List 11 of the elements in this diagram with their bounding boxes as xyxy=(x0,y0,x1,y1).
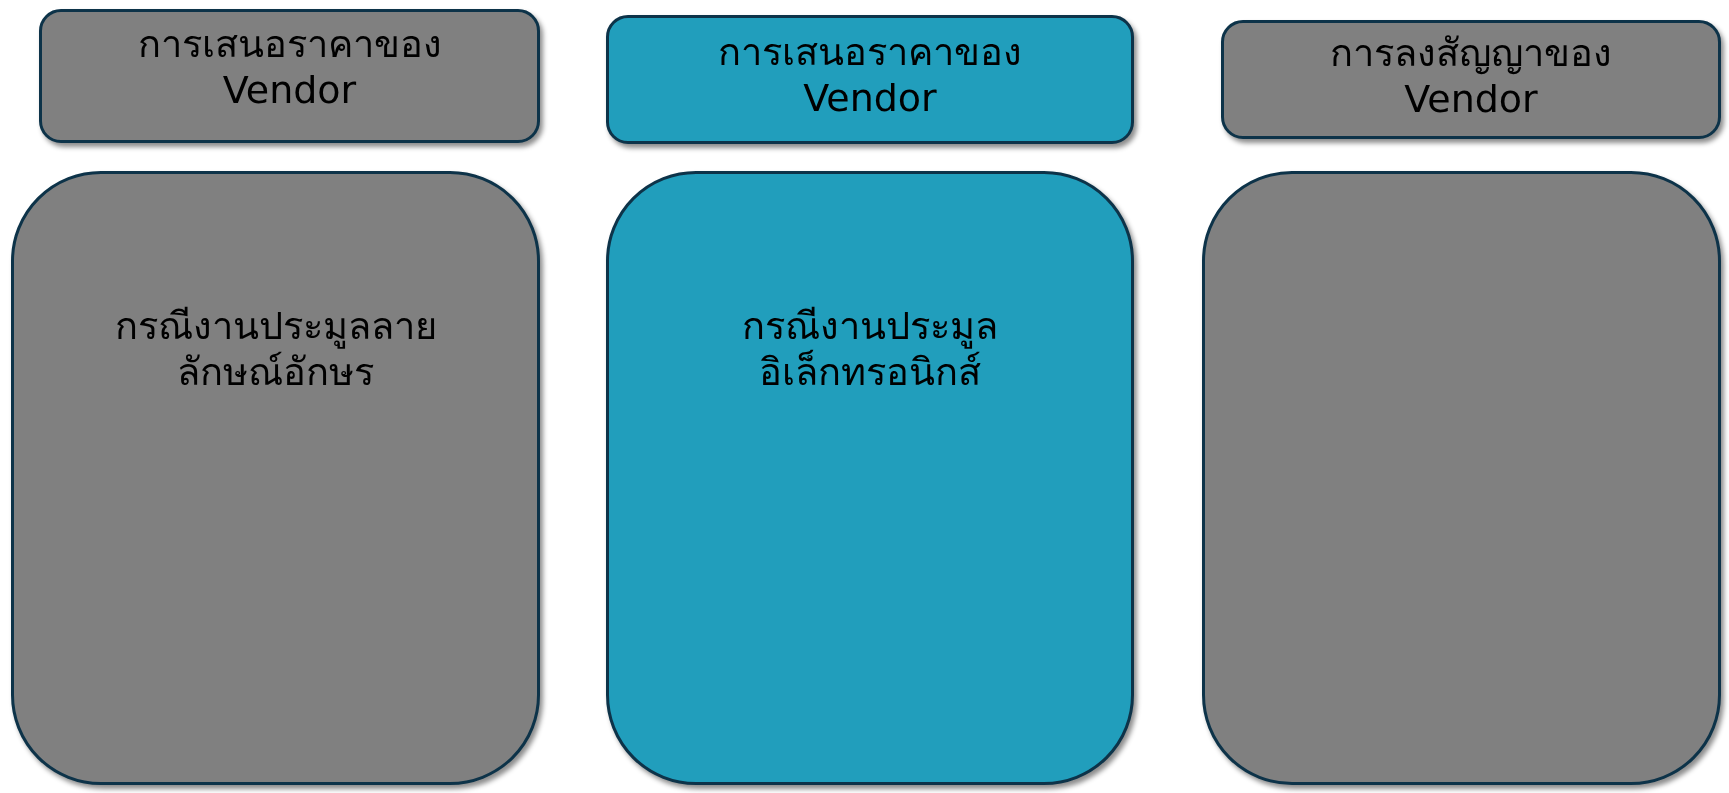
box-title: การเสนอราคาของ Vendor xyxy=(136,22,443,114)
box-text: กรณีงานประมูลลายลักษณ์อักษร xyxy=(113,304,438,396)
content-box xyxy=(606,171,1134,785)
box-text: กรณีงานประมูลอิเล็กทรอนิกส์ xyxy=(741,304,999,396)
box-title: การลงสัญญาของ Vendor xyxy=(1329,31,1613,123)
title-box xyxy=(1221,20,1721,139)
box-title: การเสนอราคาของ Vendor xyxy=(717,30,1023,122)
content-box xyxy=(11,171,540,785)
content-box xyxy=(1202,171,1721,785)
title-box xyxy=(606,15,1134,144)
title-box xyxy=(39,9,540,143)
